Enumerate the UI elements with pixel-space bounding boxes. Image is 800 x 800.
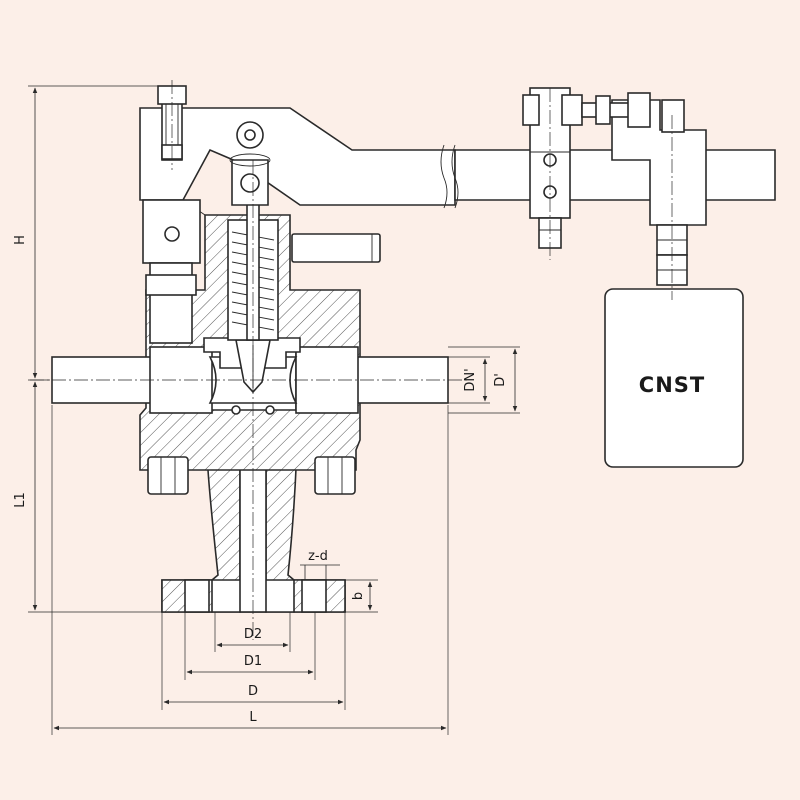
flange-bolt-hole-left: [184, 579, 210, 613]
body-nut-right: [314, 456, 356, 495]
dim-label-d1: D1: [244, 654, 262, 669]
counter-weight: CNST: [604, 288, 744, 468]
center-lines: [30, 80, 673, 640]
flange-bolt-hole-right: [301, 579, 327, 613]
brand-logo: CNST: [639, 373, 705, 397]
weight-box: [604, 288, 744, 468]
dim-label-d-prime: D': [493, 373, 508, 387]
dim-label-l: L: [249, 710, 257, 725]
dim-label-l1: L1: [13, 492, 28, 508]
test-lever-handle: [291, 233, 381, 263]
dim-label-d: D: [248, 684, 258, 699]
collar-top-nut-right: [561, 94, 583, 126]
hanger-tie-nut-1: [595, 95, 611, 125]
dim-label-dn: DN': [463, 368, 478, 391]
lever-pivot-pin: [244, 129, 256, 141]
hinge-lower-nut: [145, 274, 197, 296]
dim-label-h: H: [13, 235, 28, 245]
dim-label-d2: D2: [244, 627, 262, 642]
sliding-collar: [522, 87, 583, 249]
dimensions: H L1 L D D1 D2 z-d b DN' D': [13, 85, 520, 735]
hinge-pin: [164, 226, 180, 242]
hanger-top-nut: [661, 99, 685, 133]
collar-top-nut: [522, 94, 540, 126]
seat-ring-right: [265, 405, 275, 415]
body-nut-left: [147, 456, 189, 495]
break-mark: [440, 144, 459, 209]
dim-label-b: b: [351, 592, 366, 600]
lever-beam: [139, 107, 456, 206]
dim-label-z-d: z-d: [308, 549, 328, 564]
hanger-tie-nut-2: [627, 92, 651, 128]
stem-clevis-pin: [240, 173, 260, 193]
seat-ring-left: [231, 405, 241, 415]
